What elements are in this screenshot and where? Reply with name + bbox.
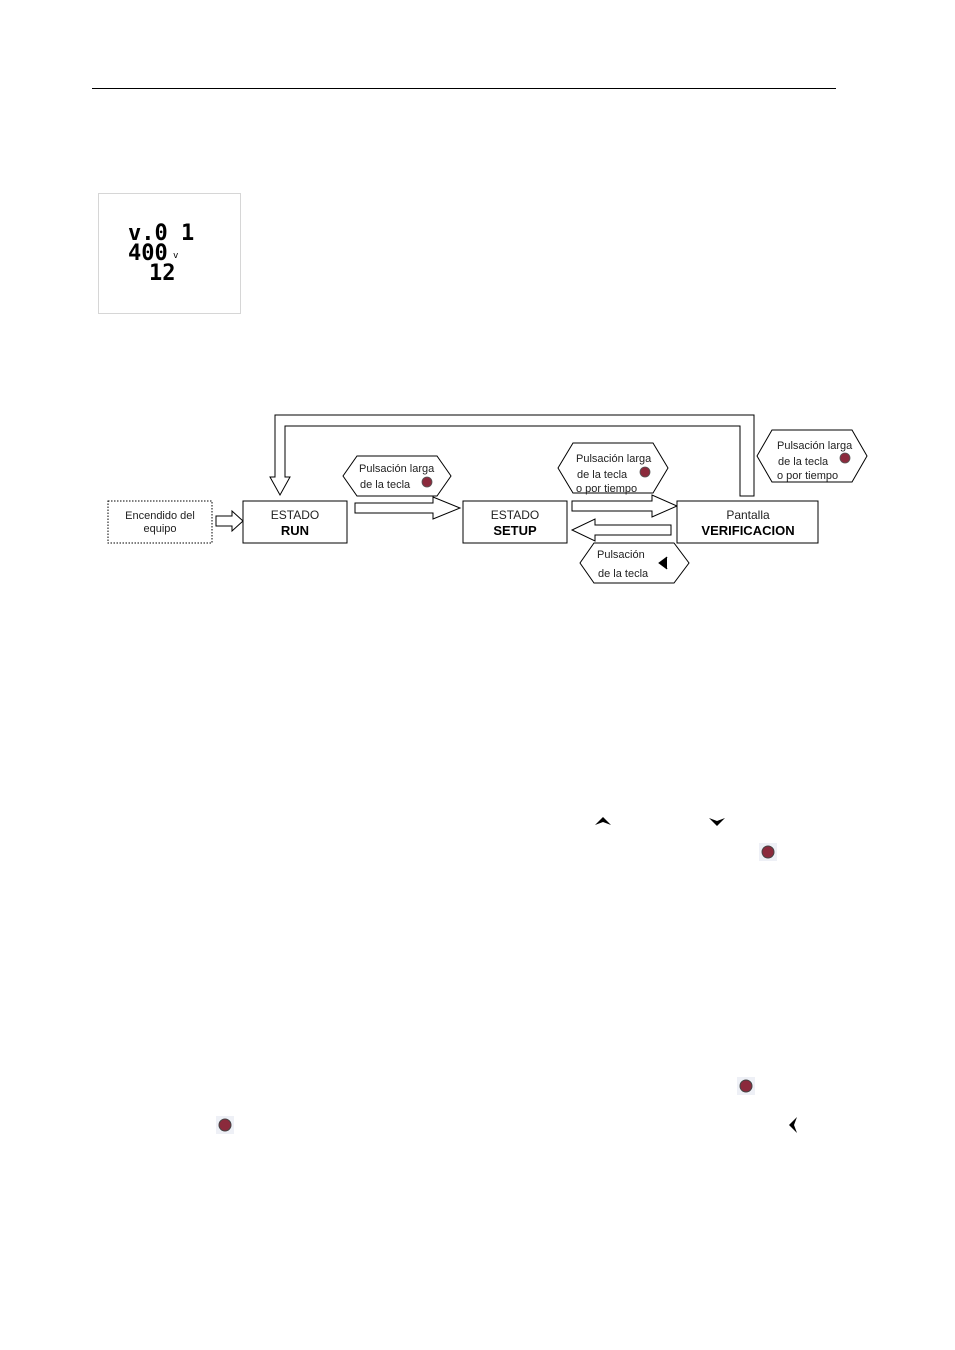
left-key-icon [658, 556, 668, 570]
lcd-line-1: v.0 1 [128, 221, 194, 246]
note-setup-verif-line-3: o por tiempo [576, 483, 637, 495]
arrow-setup-to-verification [571, 494, 679, 518]
header-rule [92, 88, 836, 89]
note-verification-setup [579, 542, 690, 584]
note-setup-verification [557, 442, 669, 494]
arrow-power-to-run [215, 509, 244, 533]
down-key-icon [709, 818, 725, 826]
arrow-verification-to-setup [570, 518, 672, 542]
note-setup-verif-line-1: Pulsación larga [576, 453, 652, 465]
verification-label: Pantalla [726, 508, 770, 522]
lcd-line-3: 12 [149, 261, 176, 286]
power-on-line-2: equipo [143, 523, 176, 535]
enter-key-icon [839, 452, 851, 464]
run-state-box [242, 500, 348, 544]
note-setup-verif-line-2: de la tecla [577, 469, 628, 481]
note-run-setup-line-2: de la tecla [360, 479, 411, 491]
lcd-display: v.0 1 400 v 12 [98, 193, 241, 314]
enter-key-icon [216, 1116, 234, 1134]
up-key-icon [595, 817, 611, 825]
left-key-icon [789, 1117, 797, 1133]
note-verif-run-line-3: o por tiempo [777, 470, 838, 482]
verification-box [676, 500, 819, 544]
setup-state-box [462, 500, 568, 544]
run-name: RUN [281, 523, 309, 538]
power-on-line-1: Encendido del [125, 510, 195, 522]
state-diagram: Encendido del equipo ESTADO RUN Pulsació… [107, 414, 868, 584]
lcd-line-2: 400 [128, 241, 168, 266]
note-verif-run-line-1: Pulsación larga [777, 440, 853, 452]
setup-label: ESTADO [491, 508, 539, 522]
note-verif-setup-line-1: Pulsación [597, 549, 645, 561]
enter-key-icon [759, 843, 777, 861]
enter-key-icon [639, 466, 651, 478]
run-label: ESTADO [271, 508, 319, 522]
note-run-setup-line-1: Pulsación larga [359, 463, 435, 475]
power-on-box [107, 500, 213, 544]
note-verif-setup-line-2: de la tecla [598, 568, 649, 580]
arrow-verification-to-run [269, 414, 755, 497]
enter-key-icon [421, 476, 433, 488]
note-verification-run [756, 429, 868, 483]
note-verif-run-line-2: de la tecla [778, 456, 829, 468]
lcd-unit: v [173, 251, 178, 261]
enter-key-icon [737, 1077, 755, 1095]
setup-name: SETUP [493, 523, 537, 538]
lcd-screen: v.0 1 400 v 12 [128, 221, 194, 286]
verification-name: VERIFICACION [701, 523, 794, 538]
arrow-run-to-setup [354, 496, 462, 520]
